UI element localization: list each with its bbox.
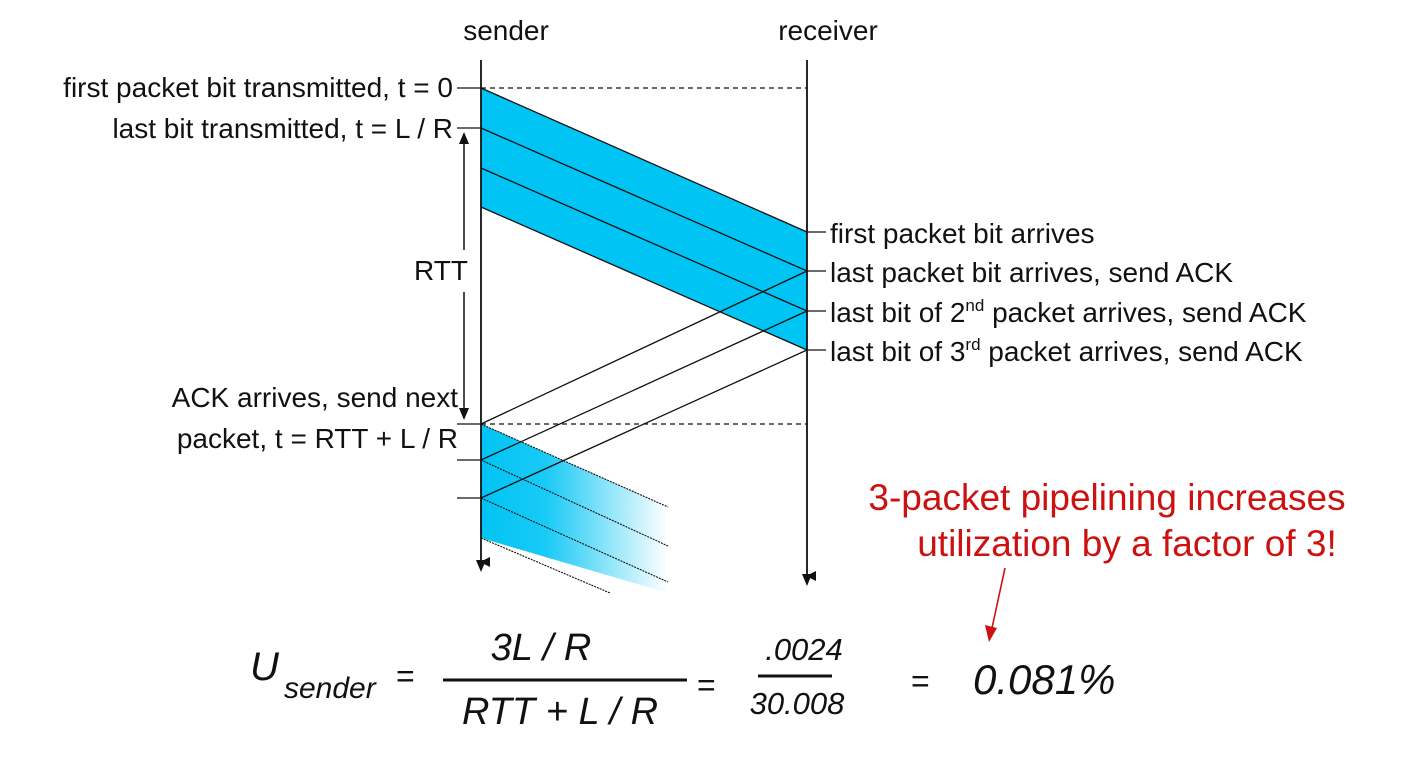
next-packet-line-4 [480,537,611,594]
callout-line-1: 3-packet pipelining increases [868,477,1345,518]
formula-equals-3: = [911,663,930,699]
next-packet-line-3 [480,497,669,583]
formula-numerator-2: .0024 [765,632,843,667]
formula-result: 0.081% [973,656,1115,703]
formula-numerator-1: 3L / R [491,627,592,669]
packet-1-top-edge [480,87,808,233]
rtt-arrowhead-down [459,408,469,420]
ack-arrives-label-1: ACK arrives, send next [172,382,459,413]
formula-denominator-1: RTT + L / R [462,691,658,733]
receiver-label: receiver [778,15,878,46]
formula-u-subscript: sender [284,672,377,705]
packet-3-bottom-edge [480,206,808,351]
packet-2-boundary [480,167,808,312]
callout-line-2: utilization by a factor of 3! [917,523,1337,564]
formula-u: U [250,645,280,689]
first-bit-label: first packet bit transmitted, t = 0 [63,72,453,103]
first-arrives-label: first packet bit arrives [830,218,1095,249]
receiver-arrowhead [802,574,812,586]
rtt-label: RTT [414,255,468,286]
callout-arrow-shaft [991,567,1006,629]
formula-equals-1: = [396,658,415,694]
formula-denominator-2: 30.008 [750,686,846,721]
callout-arrowhead [985,625,997,642]
packet-1-boundary [480,127,808,272]
ack-arrives-label-2: packet, t = RTT + L / R [177,423,458,454]
third-arrives-label: last bit of 3rd packet arrives, send ACK [830,335,1303,367]
ack-line-2 [480,310,808,461]
packets-band [481,88,807,350]
last-arrives-label: last packet bit arrives, send ACK [830,257,1233,288]
sender-label: sender [463,15,549,46]
ack-line-1 [480,270,808,425]
next-packet-line-1 [480,423,669,508]
last-bit-label: last bit transmitted, t = L / R [112,113,453,144]
next-packet-line-2 [480,459,669,547]
sender-arrowhead [476,560,486,572]
next-packets-band [481,424,668,593]
second-arrives-label: last bit of 2nd packet arrives, send ACK [830,296,1307,328]
rtt-arrowhead-up [459,132,469,144]
formula-equals-2: = [697,667,716,703]
